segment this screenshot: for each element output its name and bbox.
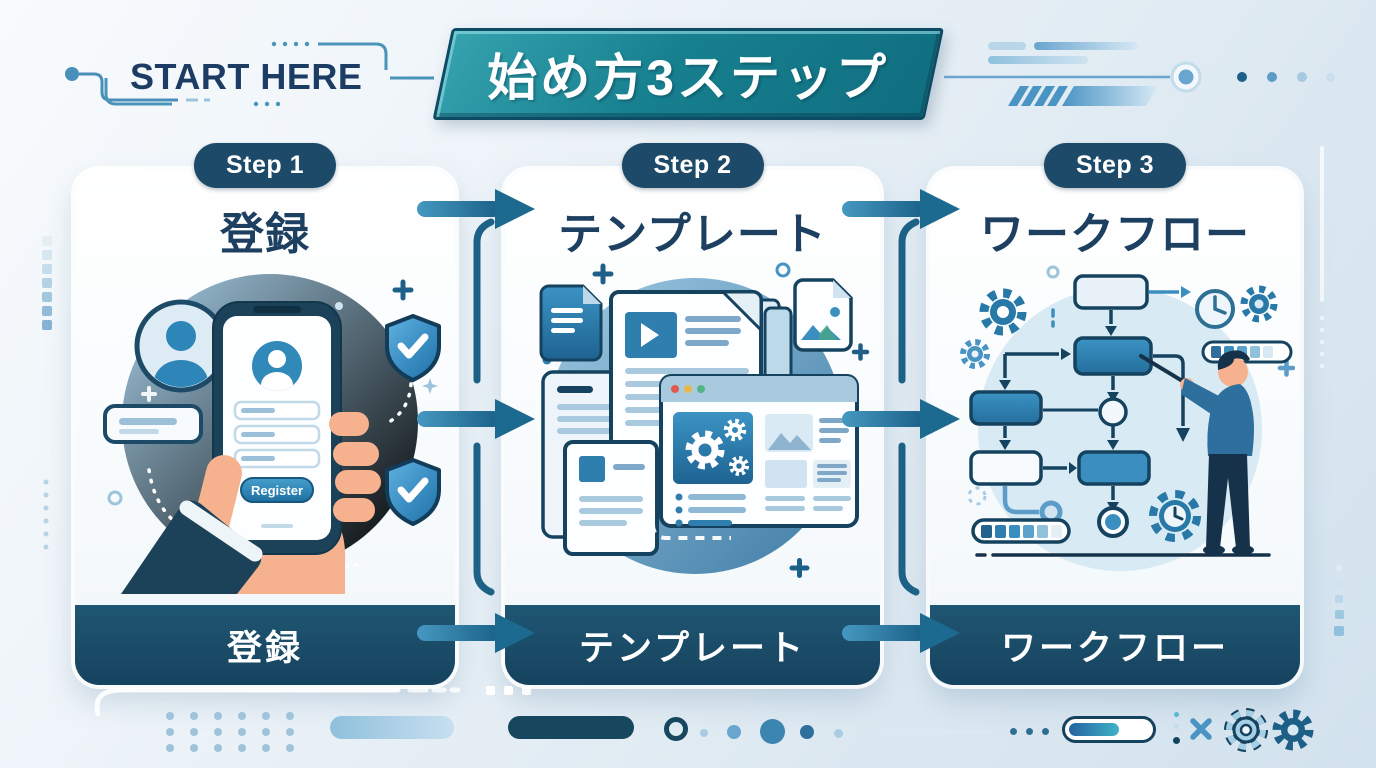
window-dot-yellow [683,385,692,393]
gear-dark-icon [1272,709,1314,751]
shield-check-icon [385,314,441,382]
clock-icon [1195,289,1235,329]
decor-dot [1010,728,1017,735]
start-here-label: START HERE [130,56,363,97]
decor-dot [727,725,741,739]
arrow-right-icon [842,613,960,653]
step-1-footer: 登録 [75,605,455,685]
image-file-icon [792,278,853,352]
form-fields [233,400,321,469]
step-1-badge: Step 1 [193,143,337,188]
ring-decoration [664,717,688,741]
step-3-footer: ワークフロー [930,605,1300,685]
pointer-stick [1139,354,1191,387]
step-2-card: Step 2 テンプレート [505,143,880,685]
gear-icon [723,418,746,442]
page-icon [562,440,659,556]
shield-check-icon [385,458,441,526]
gear-icon [1240,285,1278,323]
x-mark-icon [1190,718,1212,740]
templates-illustration [539,262,869,578]
sparkle-decorations [967,265,1295,506]
white-curve-decoration [94,686,531,716]
page-title: 始め方3ステップ [487,50,890,106]
flow-arrows-2 [842,189,960,653]
decor-dot [1174,712,1179,717]
right-line-decoration [1320,146,1324,368]
step-1-card: Step 1 登録 [75,143,455,685]
gear-icon [728,456,749,476]
start-here-bracket [104,41,434,107]
dashed-path [650,490,731,540]
slash-decoration [1008,86,1158,106]
decor-dot [1267,72,1277,82]
thumbnail-panel [764,414,851,511]
decor-bar [988,56,1088,64]
decor-dot [834,729,843,738]
left-square-column [42,236,52,330]
decor-dot [1174,724,1179,729]
step-3-title: ワークフロー [980,210,1250,259]
progress-bar [971,518,1071,544]
step-3-card: Step 3 ワークフロー [930,143,1300,685]
browser-window-icon [658,374,859,528]
step-2-footer: テンプレート [505,605,880,685]
svg-text:Register: Register [251,483,303,498]
gear-clock-icon [1149,490,1201,542]
bullet-list [675,493,746,527]
arrow-right-icon [842,189,960,229]
decor-dot [1173,737,1180,744]
decor-dot [1237,72,1247,82]
decor-dot [1026,728,1033,735]
decor-bar [1034,42,1138,50]
left-dot-column [43,479,49,550]
step-3-badge: Step 3 [1043,143,1187,188]
step-1-title: 登録 [220,210,310,259]
decor-dot [1326,73,1335,82]
decor-bar [988,42,1026,50]
arrow-right-icon [417,189,535,229]
decor-dot [800,725,814,739]
window-dot-red [670,385,679,393]
gear-light-icon [1224,708,1268,752]
arrow-right-icon [417,613,535,653]
progress-fill [1069,723,1119,736]
step-2-title: テンプレート [558,210,827,259]
document-icon [539,284,602,362]
target-line-decoration [944,61,1202,93]
sleeve [121,500,263,594]
registration-illustration: Register [103,274,441,594]
register-button: Register [240,477,314,503]
decor-pill-light [330,716,454,739]
decor-pill-dark [508,716,634,739]
dot-grid [166,712,294,752]
workflow-illustration [960,265,1295,571]
flow-arrows-1 [417,189,535,653]
decor-line [880,730,990,734]
arrow-right-icon [417,399,535,439]
title-banner: 始め方3ステップ [432,28,944,120]
gear-icon [979,288,1027,336]
flowchart [969,274,1191,538]
decor-dot [700,729,708,737]
text-field-icon [103,404,203,444]
decor-dot-large [760,719,785,744]
gear-icon [960,339,990,369]
circle-background [978,287,1262,571]
arrow-right-icon [842,399,960,439]
decor-dot [1297,72,1307,82]
gear-icon [685,430,724,470]
decor-dot [1042,728,1049,735]
person-figure [1139,350,1254,555]
progress-bar [1062,716,1156,743]
phone-icon: Register [212,301,342,555]
step-2-badge: Step 2 [621,143,764,188]
window-dot-green [696,385,705,393]
right-square-column [1334,565,1344,636]
